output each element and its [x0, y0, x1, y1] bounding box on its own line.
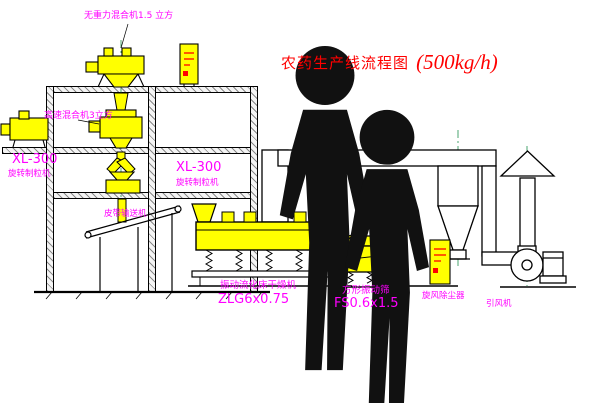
cyclone-discharge — [449, 249, 467, 260]
cyclone-dust-collector — [437, 165, 479, 260]
title-text: 农药生产线流程图 — [281, 54, 410, 72]
induced-draft-fan — [510, 245, 567, 284]
workers — [280, 46, 600, 403]
label-dryer-name: 振动流化床干燥机 — [220, 280, 297, 291]
fan-base — [539, 275, 567, 284]
mixer-inlet — [121, 47, 132, 57]
left-granulator-body — [9, 117, 49, 141]
label-left-granulator-name: 旋转制粒机 — [8, 169, 51, 179]
conveyor-pulley — [174, 205, 182, 213]
label-screen-name: 方形振动筛 — [342, 285, 390, 296]
rotary-granulator — [105, 171, 141, 194]
mixer-inlet — [103, 47, 114, 57]
ground-lines — [34, 285, 576, 300]
label-right-granulator-model: XL-300 — [176, 160, 222, 175]
label-fan: 引风机 — [486, 299, 512, 309]
dryer-port — [293, 211, 307, 223]
left-granulator-motor — [0, 123, 11, 136]
diagram-title: 农药生产线流程图 (500kg/h) — [281, 50, 498, 75]
leader-lines — [77, 23, 129, 125]
label-screen-model: FS0.6x1.5 — [334, 296, 399, 311]
control-cabinet-bottom — [429, 239, 451, 285]
cabinet-panel-marks — [434, 248, 446, 262]
dryer-port — [243, 211, 257, 223]
mixer-body — [97, 55, 145, 75]
left-granulator — [0, 110, 49, 148]
exhaust-stack — [499, 150, 556, 251]
dryer-inlet-hopper — [191, 203, 217, 223]
label-dryer-model: ZLG6x0.75 — [218, 292, 290, 307]
cabinet-button — [183, 71, 188, 76]
cabinet-panel-marks — [184, 52, 194, 66]
label-belt-conveyor: 皮带输送机 — [104, 209, 147, 219]
label-right-granulator-name: 旋转制粒机 — [176, 178, 219, 188]
cabinet-body — [179, 43, 199, 85]
mixer-motor — [85, 61, 99, 73]
cyclone-body — [437, 165, 479, 207]
control-cabinet-top — [179, 43, 199, 87]
belt-conveyor — [84, 198, 182, 292]
conveyor-pulley — [84, 231, 92, 239]
rain-cap — [499, 150, 556, 177]
fan-hub — [521, 259, 533, 271]
label-left-granulator-model: XL-300 — [12, 152, 58, 167]
y-chute — [106, 151, 136, 175]
hs-mixer-motor — [88, 120, 101, 133]
high-speed-mixer — [88, 109, 143, 149]
dryer-springs — [205, 249, 333, 272]
label-cyclone: 旋风除尘器 — [422, 291, 465, 301]
granulator-body — [105, 179, 141, 194]
label-gravity-mixer: 无重力混合机1.5 立方 — [84, 11, 174, 21]
gravity-free-mixer — [85, 47, 145, 88]
ground-hatch-ticks — [45, 291, 263, 300]
title-capacity: (500kg/h) — [416, 50, 498, 74]
down-duct — [481, 165, 497, 257]
fan-motor — [542, 251, 564, 277]
cabinet-body — [429, 239, 451, 285]
label-high-speed-mixer: 高速混合机3立方 — [44, 111, 113, 121]
cabinet-button — [433, 268, 438, 273]
stack-pipe — [519, 177, 536, 251]
dryer-port — [221, 211, 235, 223]
